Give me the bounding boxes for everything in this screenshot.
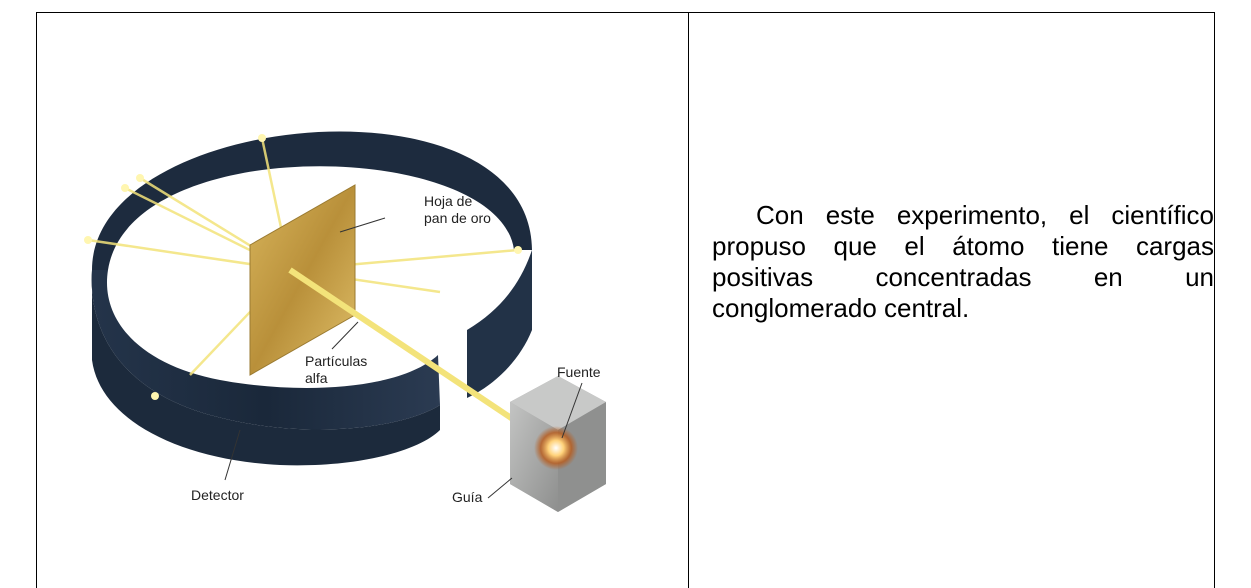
detector-right-segment — [467, 250, 532, 398]
detector-label: Detector — [191, 487, 244, 503]
guide-label: Guía — [452, 489, 483, 505]
gold-foil-label: Hoja de pan de oro — [424, 193, 491, 227]
impact-dots — [84, 134, 522, 400]
detector-front-lower — [91, 270, 440, 466]
rutherford-experiment-figure — [84, 131, 606, 512]
source-glow — [534, 426, 578, 470]
document-table — [36, 12, 1215, 588]
alpha-particles-label-line2: alfa — [305, 370, 328, 386]
alpha-particles-label-line1: Partículas — [305, 353, 368, 369]
gold-foil-label-line1: Hoja de — [424, 193, 473, 209]
figure-cell — [37, 13, 689, 588]
leader-lines — [224, 217, 583, 499]
caption-text: Con este experimento, el científico prop… — [712, 200, 1214, 323]
source-label: Fuente — [557, 364, 601, 380]
gold-foil-label-line2: pan de oro — [424, 210, 491, 226]
detector-front-band — [91, 270, 440, 430]
alpha-particles-label: Partículas alfa — [305, 353, 367, 387]
detector-back-wall — [92, 131, 532, 270]
